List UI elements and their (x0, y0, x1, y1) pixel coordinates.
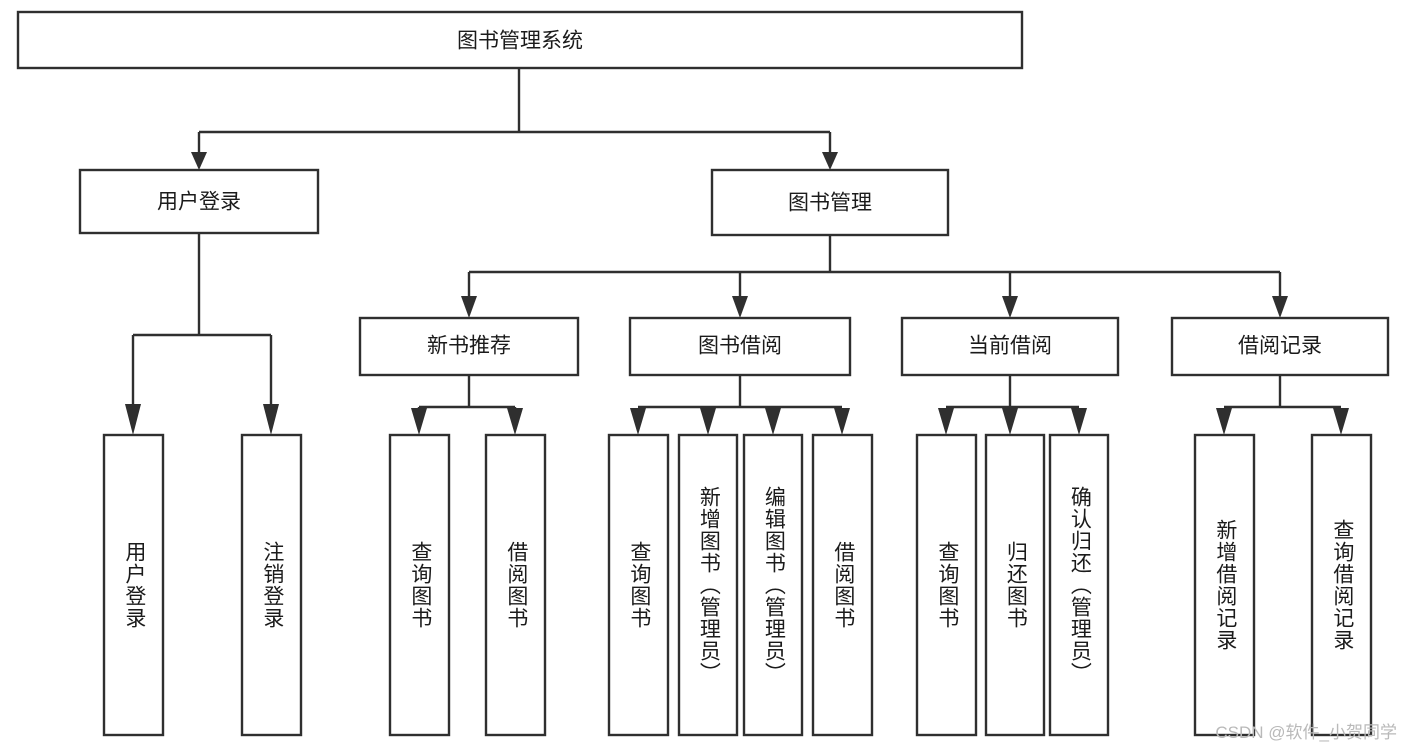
connectors-layer (125, 68, 1349, 435)
node-book-manage-box[interactable] (710, 168, 950, 237)
arrow-head-book-manage (822, 152, 838, 170)
arrow-head-leaf-confirm-return (1071, 408, 1087, 435)
arrow-head-new-book-recommend (461, 296, 477, 318)
node-leaf-add-borrow-record-box[interactable] (1193, 433, 1256, 737)
node-leaf-query-book-2-box[interactable] (607, 433, 670, 737)
arrow-head-borrow-record (1272, 296, 1288, 318)
node-leaf-borrow-book-1-box[interactable] (484, 433, 547, 737)
node-root-label: 图书管理系统 (457, 30, 583, 53)
node-leaf-borrow-book-2-box[interactable] (811, 433, 874, 737)
arrow-head-leaf-user-login (125, 404, 141, 435)
node-new-book-recommend-box[interactable] (358, 316, 580, 377)
arrow-head-user-login (191, 152, 207, 170)
arrow-head-leaf-query-book-1 (411, 408, 427, 435)
arrow-head-leaf-add-book (700, 408, 716, 435)
node-leaf-query-borrow-record-box[interactable] (1310, 433, 1373, 737)
csdn-watermark: CSDN @软件_小贺同学 (1215, 723, 1397, 742)
arrow-head-leaf-return-book (1002, 408, 1018, 435)
node-leaf-query-book-1-box[interactable] (388, 433, 451, 737)
node-book-manage-label: 图书管理 (788, 192, 872, 215)
arrow-head-book-borrow (732, 296, 748, 318)
node-leaf-user-login-box[interactable] (102, 433, 165, 737)
node-current-borrow-box[interactable] (900, 316, 1120, 377)
node-current-borrow-label: 当前借阅 (968, 335, 1052, 358)
node-user-login-box[interactable] (78, 168, 320, 235)
node-new-book-recommend-label: 新书推荐 (427, 335, 511, 358)
nodes-layer: 图书管理系统 用户登录 图书管理 新书推荐 图书借阅 当前借阅 借阅记录 (16, 10, 1390, 737)
node-leaf-logout-login-box[interactable] (240, 433, 303, 737)
node-user-login-label: 用户登录 (157, 191, 241, 214)
arrow-head-leaf-query-book-3 (938, 408, 954, 435)
arrow-head-current-borrow (1002, 296, 1018, 318)
arrow-head-leaf-edit-book (765, 408, 781, 435)
node-borrow-record-box[interactable] (1170, 316, 1390, 377)
arrow-head-leaf-query-book-2 (630, 408, 646, 435)
node-borrow-record-label: 借阅记录 (1238, 335, 1322, 358)
node-leaf-edit-book-box[interactable] (742, 433, 804, 737)
arrow-head-leaf-borrow-book-1 (507, 408, 523, 435)
arrow-head-leaf-add-borrow-record (1216, 408, 1232, 435)
node-leaf-query-book-3-box[interactable] (915, 433, 978, 737)
arrow-head-leaf-logout-login (263, 404, 279, 435)
node-root-box[interactable] (16, 10, 1024, 70)
arrow-head-leaf-borrow-book-2 (834, 408, 850, 435)
arrow-head-leaf-query-borrow-record (1333, 408, 1349, 435)
node-leaf-confirm-return-box[interactable] (1048, 433, 1110, 737)
node-book-borrow-box[interactable] (628, 316, 852, 377)
node-book-borrow-label: 图书借阅 (698, 335, 782, 358)
node-leaf-return-book-box[interactable] (984, 433, 1046, 737)
node-leaf-add-book-box[interactable] (677, 433, 739, 737)
